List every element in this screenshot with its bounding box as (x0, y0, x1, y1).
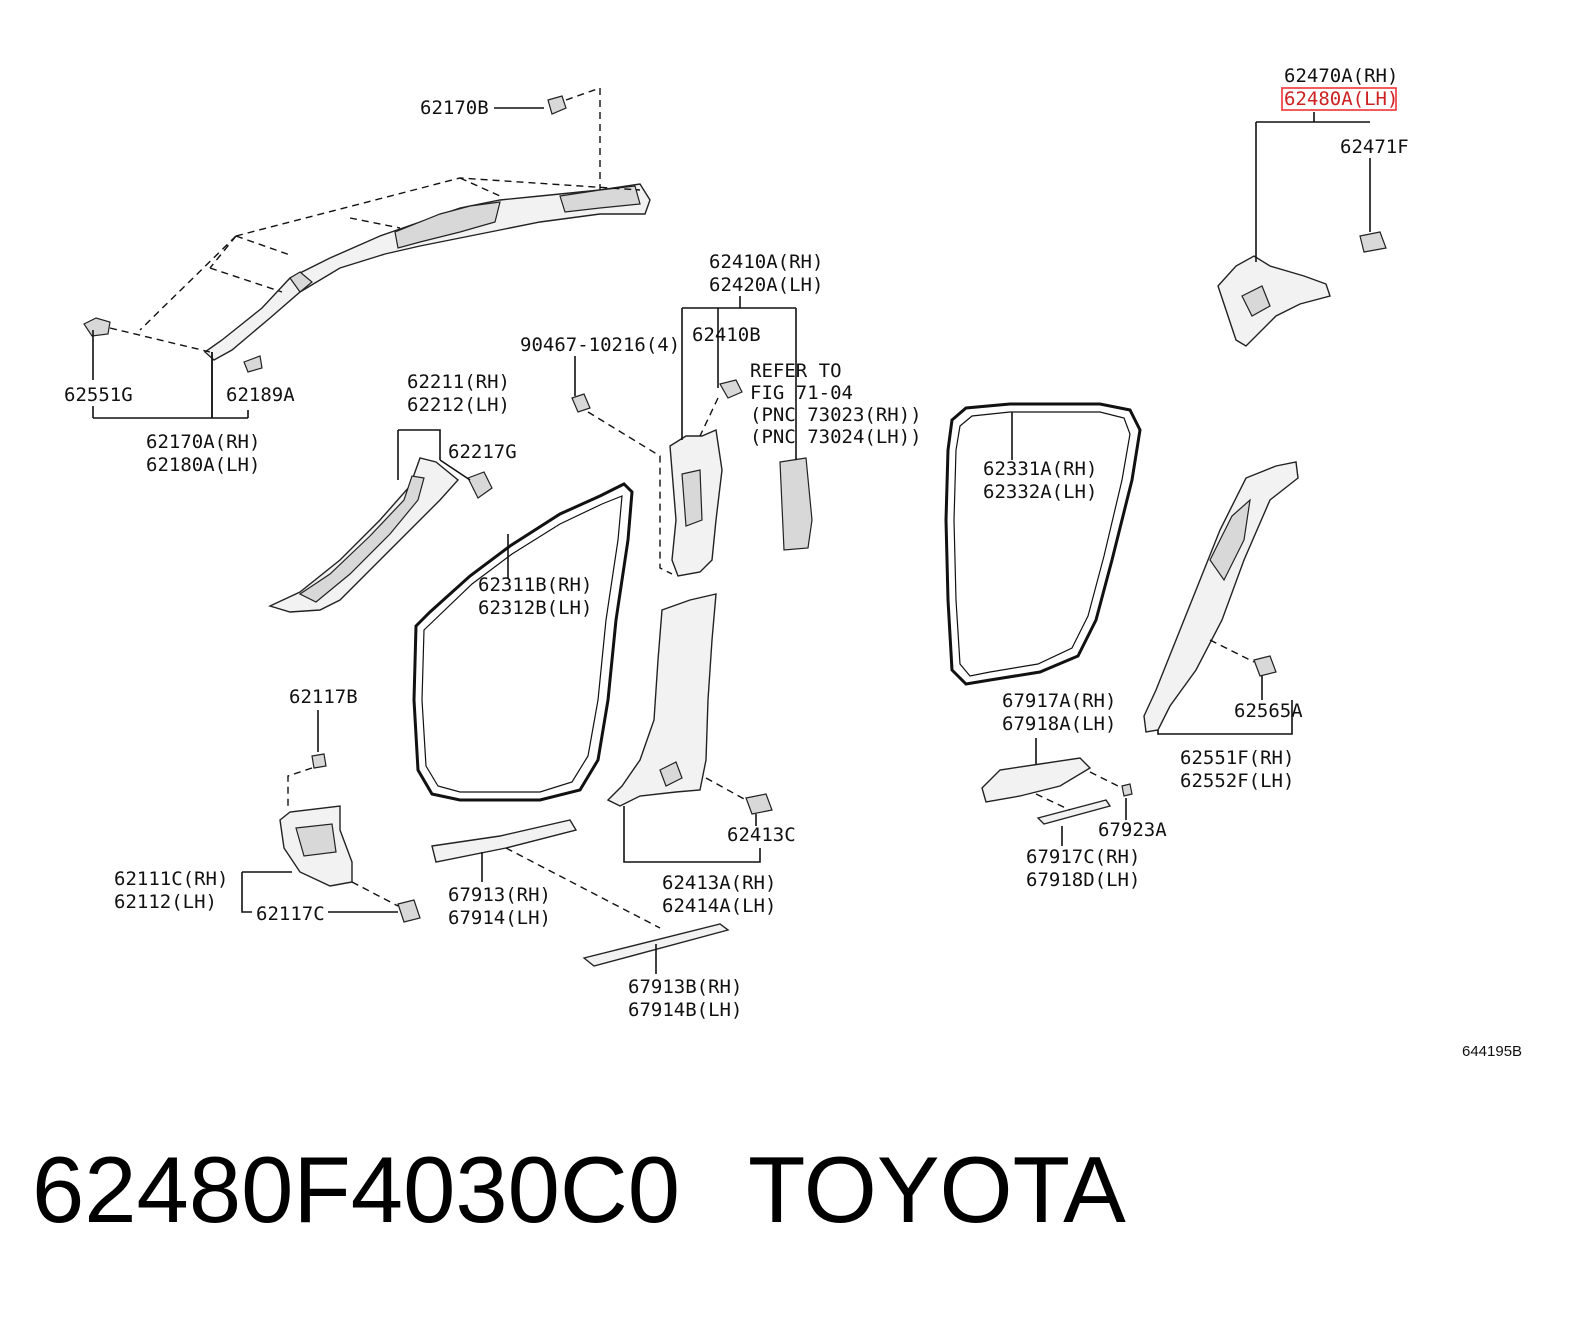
label-62117C: 62117C (256, 903, 325, 925)
label-62471F: 62471F (1340, 136, 1409, 158)
label-90467: 90467-10216(4) (520, 334, 680, 356)
label-62414A-lh: 62414A(LH) (662, 895, 776, 917)
label-62552F-lh: 62552F(LH) (1180, 770, 1294, 792)
clip-62471F (1359, 231, 1387, 253)
label-67914-lh: 67914(LH) (448, 907, 551, 929)
label-62170B: 62170B (420, 97, 489, 119)
cowl-side-trim (279, 753, 421, 923)
roof-side-rail-assembly (83, 87, 651, 373)
center-pillar-lower-garnish (606, 593, 773, 815)
front-door-weatherstrip (412, 482, 634, 802)
label-refer-line-4: (PNC 73024(LH)) (750, 426, 922, 448)
label-62413C: 62413C (727, 824, 796, 846)
rear-scuff-plate (981, 757, 1092, 803)
label-62311B-rh: 62311B(RH) (478, 574, 592, 596)
part-number-caption: 62480F4030C0 (32, 1137, 680, 1242)
clip-67923A (1121, 783, 1133, 797)
rear-pillar-garnish (1143, 461, 1299, 733)
label-62410B: 62410B (692, 324, 761, 346)
screw-62170B (547, 95, 567, 115)
label-62217G: 62217G (448, 441, 517, 463)
label-62170A-rh: 62170A(RH) (146, 431, 260, 453)
clip-62410B (719, 379, 743, 399)
label-62420A-lh: 62420A(LH) (709, 274, 823, 296)
label-62551G: 62551G (64, 384, 133, 406)
label-62551F-rh: 62551F(RH) (1180, 747, 1294, 769)
highlight-box-62480A (1281, 87, 1397, 111)
front-pillar-garnish (268, 457, 493, 613)
label-67923A: 67923A (1098, 819, 1167, 841)
front-scuff-plate (431, 819, 578, 863)
figure-code: 644195B (1462, 1043, 1522, 1060)
clip-62413C (745, 793, 773, 815)
label-67913B-rh: 67913B(RH) (628, 976, 742, 998)
label-62413A-rh: 62413A(RH) (662, 872, 776, 894)
clip-62565A (1253, 655, 1277, 677)
label-67914B-lh: 67914B(LH) (628, 999, 742, 1021)
label-62332A-lh: 62332A(LH) (983, 481, 1097, 503)
label-67917C-rh: 67917C(RH) (1026, 846, 1140, 868)
label-refer-line-2: FIG 71-04 (750, 382, 853, 404)
roof-side-inner-garnish (1217, 231, 1387, 347)
label-62312B-lh: 62312B(LH) (478, 597, 592, 619)
label-62211-rh: 62211(RH) (407, 371, 510, 393)
clip-62551G (83, 317, 111, 337)
seat-belt-part (779, 457, 813, 551)
label-62480A-lh: 62480A(LH) (1284, 88, 1398, 110)
label-62410A-rh: 62410A(RH) (709, 251, 823, 273)
label-62470A-rh: 62470A(RH) (1284, 65, 1398, 87)
label-refer-line-3: (PNC 73023(RH)) (750, 404, 922, 426)
label-62331A-rh: 62331A(RH) (983, 458, 1097, 480)
label-62180A-lh: 62180A(LH) (146, 454, 260, 476)
clip-62189A (243, 355, 263, 373)
label-67913-rh: 67913(RH) (448, 884, 551, 906)
label-refer-line-1: REFER TO (750, 360, 842, 382)
label-62212-lh: 62212(LH) (407, 394, 510, 416)
label-67918D-lh: 67918D(LH) (1026, 869, 1140, 891)
center-pillar-upper-garnish (669, 379, 813, 577)
clip-62217G (467, 471, 493, 499)
label-62189A: 62189A (226, 384, 295, 406)
clip-62117B (311, 753, 327, 769)
brand-caption: TOYOTA (748, 1137, 1126, 1242)
clip-90467 (571, 393, 591, 413)
label-62111C-rh: 62111C(RH) (114, 868, 228, 890)
label-67918A-lh: 67918A(LH) (1002, 713, 1116, 735)
label-62112-lh: 62112(LH) (114, 891, 217, 913)
label-67917A-rh: 67917A(RH) (1002, 690, 1116, 712)
rear-scuff-plate-lower (1036, 799, 1112, 825)
label-62565A: 62565A (1234, 700, 1303, 722)
rear-door-weatherstrip (944, 402, 1142, 686)
label-62117B: 62117B (289, 686, 358, 708)
clip-62117C (397, 899, 421, 923)
